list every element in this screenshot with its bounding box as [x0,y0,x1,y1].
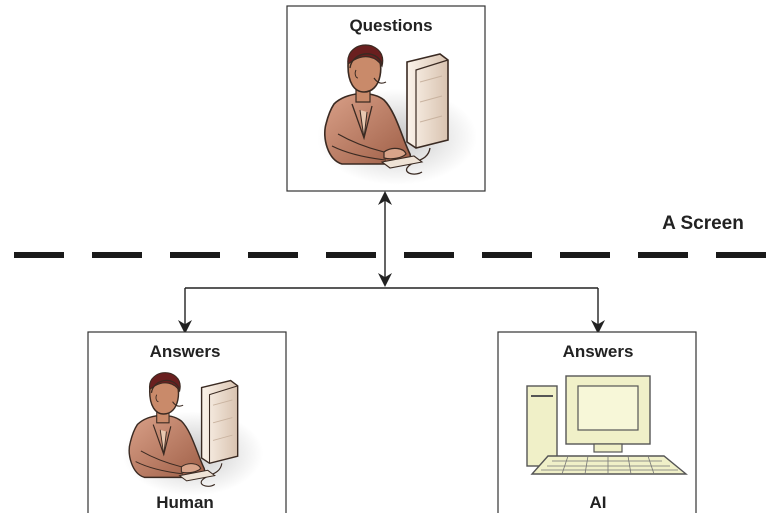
desktop-computer-icon [526,375,688,475]
ai-caption: AI [590,493,607,512]
questions-title: Questions [349,16,432,35]
human-answers-title: Answers [150,342,221,361]
ai-answers-title: Answers [563,342,634,361]
human-caption: Human [156,493,214,512]
branch-connector [178,287,605,334]
screen-label: A Screen [662,213,744,234]
human-box: Answers Human [87,331,287,513]
questioner-box: Questions [286,5,486,192]
ai-box: Answers AI [497,331,697,513]
